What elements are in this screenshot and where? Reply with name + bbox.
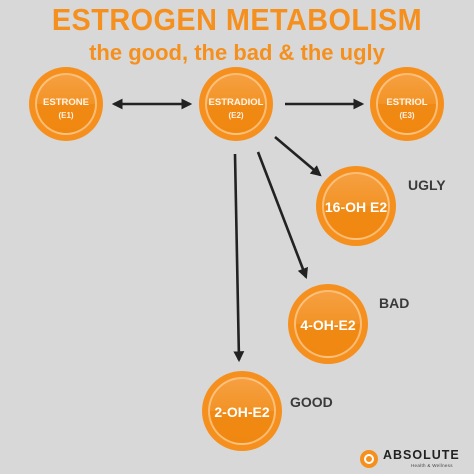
good-label: GOOD bbox=[290, 394, 333, 410]
arrow-estradiol-16oh bbox=[274, 136, 322, 177]
estradiol-label: ESTRADIOL bbox=[208, 97, 264, 108]
page-title: ESTROGEN METABOLISM bbox=[51, 2, 423, 37]
oh4-node: 4-OH-E2 bbox=[288, 284, 368, 364]
estrone-ring bbox=[35, 73, 97, 135]
estradiol-node: ESTRADIOL (E2) bbox=[199, 67, 273, 141]
estradiol-abbr: (E2) bbox=[228, 111, 244, 120]
arrow-estradiol-2oh bbox=[233, 153, 245, 363]
oh4-ring bbox=[294, 290, 362, 358]
page-subtitle: the good, the bad & the ugly bbox=[89, 40, 385, 65]
bad-label: BAD bbox=[379, 295, 410, 311]
absolute-logo: ABSOLUTE Health & Wellness bbox=[345, 445, 474, 474]
logo-tagline: Health & Wellness bbox=[411, 463, 453, 468]
oh16-ring bbox=[322, 172, 390, 240]
estriol-ring bbox=[376, 73, 438, 135]
estrone-label: ESTRONE bbox=[43, 97, 89, 108]
oh16-label: 16-OH E2 bbox=[324, 199, 388, 215]
estrone-abbr: (E1) bbox=[58, 111, 74, 120]
oh4-label: 4-OH-E2 bbox=[300, 317, 356, 333]
estriol-label: ESTRIOL bbox=[386, 97, 428, 108]
oh2-node: 2-OH-E2 bbox=[202, 371, 282, 451]
estriol-node: ESTRIOL (E3) bbox=[370, 67, 444, 141]
oh2-label: 2-OH-E2 bbox=[214, 404, 270, 420]
logo-name: ABSOLUTE bbox=[383, 448, 460, 462]
ugly-label: UGLY bbox=[408, 177, 446, 193]
estriol-abbr: (E3) bbox=[399, 111, 415, 120]
logo-mark-icon bbox=[360, 450, 378, 468]
estradiol-ring bbox=[205, 73, 267, 135]
estrone-node: ESTRONE (E1) bbox=[29, 67, 103, 141]
oh16-node: 16-OH E2 bbox=[316, 166, 396, 246]
oh2-ring bbox=[208, 377, 276, 445]
arrow-estradiol-4oh bbox=[256, 151, 308, 280]
